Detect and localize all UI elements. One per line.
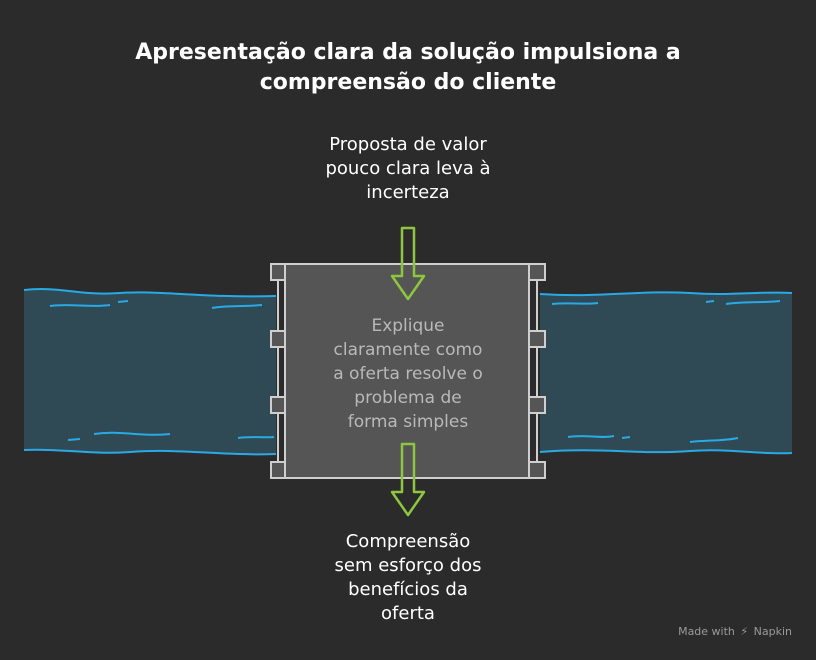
wave-right-bottom-2 [567, 435, 615, 438]
wave-right-top [539, 291, 793, 297]
wave-right-bottom-4 [689, 437, 739, 443]
wave-right-top-2 [551, 302, 599, 305]
wave-left-bottom [23, 448, 277, 456]
title-line-2: compreensão do cliente [259, 70, 557, 95]
diagram-title: Apresentação clara da solução impulsiona… [0, 38, 816, 98]
dam-label-line-5: forma simples [347, 412, 469, 432]
wave-right-bottom [539, 449, 793, 455]
napkin-logo-icon: ⚡ [740, 625, 749, 638]
wave-left-top-2 [49, 304, 111, 307]
output-label: Compreensão sem esforço dos benefícios d… [278, 530, 538, 626]
river-left [23, 288, 277, 456]
input-label: Proposta de valor pouco clara leva à inc… [278, 133, 538, 205]
output-label-line-4: oferta [381, 603, 435, 624]
dam-flanges-right [528, 263, 546, 479]
wave-right-top-3 [705, 300, 715, 303]
dam-flanges-left [270, 263, 286, 479]
dam-label-line-1: Explique [371, 316, 445, 336]
napkin-watermark[interactable]: Made with ⚡ Napkin [678, 625, 792, 638]
input-label-line-1: Proposta de valor [329, 134, 487, 155]
input-label-line-3: incerteza [366, 182, 450, 203]
watermark-brand: Napkin [753, 625, 792, 638]
arrow-down-bottom-icon [390, 442, 426, 517]
water-left [24, 289, 276, 455]
dam-label-line-4: problema de [354, 388, 462, 408]
output-label-line-2: sem esforço dos [334, 555, 482, 576]
wave-left-bottom-3 [93, 431, 171, 436]
watermark-prefix: Made with [678, 625, 735, 638]
wave-left-top [23, 288, 277, 298]
wave-right-bottom-3 [621, 436, 631, 439]
wave-left-top-3 [117, 300, 129, 303]
wave-right-top-4 [725, 300, 781, 305]
title-line-1: Apresentação clara da solução impulsiona… [135, 40, 681, 65]
arrow-down-top-icon [390, 226, 426, 301]
dam-label: Explique claramente como a oferta resolv… [296, 314, 520, 434]
dam-label-line-3: a oferta resolve o [333, 364, 483, 384]
output-label-line-3: benefícios da [348, 579, 468, 600]
input-label-line-2: pouco clara leva à [325, 158, 491, 179]
wave-left-top-4 [211, 304, 263, 309]
water-right [540, 292, 792, 454]
output-label-line-1: Compreensão [345, 531, 471, 552]
wave-left-bottom-2 [67, 438, 81, 441]
river-right [539, 291, 793, 455]
wave-left-bottom-4 [237, 436, 275, 439]
dam-label-line-2: claramente como [333, 340, 483, 360]
